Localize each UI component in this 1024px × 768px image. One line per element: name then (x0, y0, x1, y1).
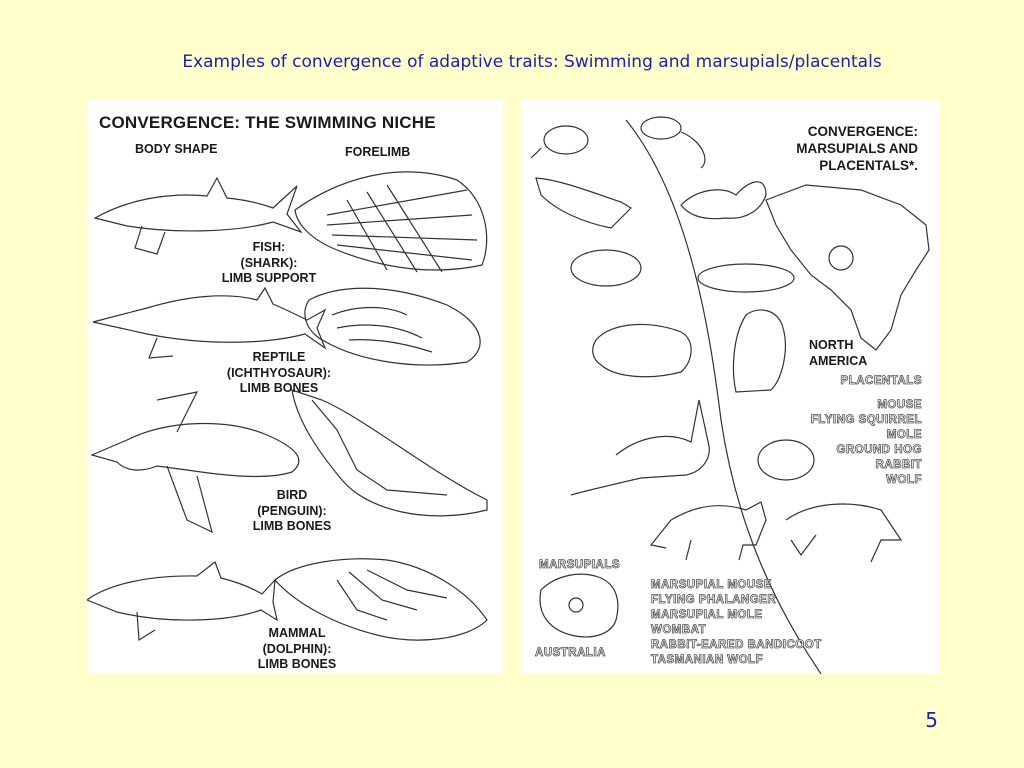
australia-map (539, 573, 619, 638)
marsupial-mole-illustration (570, 249, 642, 287)
flying-squirrel-illustration (680, 181, 767, 220)
swimming-niche-panel: CONVERGENCE: THE SWIMMING NICHE BODY SHA… (87, 100, 503, 674)
dolphin-forelimb-illustration (274, 558, 488, 641)
group-line: LIMB BONES (257, 657, 337, 672)
title-line: CONVERGENCE: (807, 124, 918, 139)
flying-phalanger-illustration (535, 177, 632, 229)
list-item: MOLE (886, 428, 922, 441)
group-line: (DOLPHIN): (262, 641, 332, 656)
group-label-fish: FISH: (SHARK): LIMB SUPPORT (209, 240, 329, 287)
australia-label: AUSTRALIA (535, 647, 606, 660)
list-item: WOLF (886, 473, 922, 486)
group-label-bird: BIRD (PENGUIN): LIMB BONES (242, 488, 342, 535)
penguin-illustration (90, 422, 300, 478)
embryo-icon (828, 245, 854, 271)
group-line: FISH: (252, 240, 286, 254)
penguin-forelimb-illustration (291, 389, 488, 517)
ground-hog-illustration (732, 309, 786, 393)
list-item: FLYING PHALANGER (651, 593, 777, 607)
list-item: GROUND HOG (836, 443, 922, 456)
body-shape-heading: BODY SHAPE (135, 142, 218, 156)
title-line: MARSUPIALS AND (796, 140, 918, 156)
dividing-curve (625, 119, 822, 674)
forelimb-heading: FORELIMB (345, 145, 411, 159)
marsupials-list: MARSUPIAL MOUSE FLYING PHALANGER MARSUPI… (651, 578, 822, 668)
wombat-illustration (592, 323, 692, 378)
group-label-reptile: REPTILE (ICHTHYOSAUR): LIMB BONES (209, 350, 349, 397)
swimming-niche-title: CONVERGENCE: THE SWIMMING NICHE (99, 113, 436, 132)
marsupial-illustrations (530, 116, 930, 674)
wolf-illustration (785, 503, 903, 563)
mouse-illustration (640, 116, 682, 140)
marsupial-mouse-illustration (543, 125, 589, 155)
north-line: AMERICA (809, 353, 868, 368)
placentals-heading: PLACENTALS (840, 375, 922, 388)
list-item: WOMBAT (651, 623, 707, 636)
group-line: BIRD (276, 488, 308, 502)
group-line: LIMB SUPPORT (221, 271, 317, 286)
swimming-illustrations (87, 171, 488, 642)
ichthyosaur-forelimb-illustration (304, 287, 481, 366)
list-item: MARSUPIAL MOLE (651, 608, 763, 621)
shark-forelimb-illustration (294, 171, 488, 271)
group-line: LIMB BONES (239, 381, 319, 396)
group-line: MAMMAL (268, 626, 326, 640)
placentals-list: MOUSE FLYING SQUIRREL MOLE GROUND HOG RA… (810, 398, 922, 488)
dolphin-illustration (87, 561, 278, 622)
title-line: PLACENTALS*. (819, 157, 918, 173)
group-line: REPTILE (252, 350, 306, 364)
marsupial-embryo-icon (568, 597, 584, 613)
tasmanian-wolf-illustration (649, 501, 767, 561)
list-item: RABBIT (875, 458, 922, 471)
shark-illustration (93, 176, 303, 234)
group-line: (SHARK): (240, 255, 298, 270)
list-item: TASMANIAN WOLF (651, 653, 764, 666)
slide-title: Examples of convergence of adaptive trai… (182, 52, 882, 72)
list-item: MOUSE (877, 399, 922, 412)
group-line: LIMB BONES (252, 519, 332, 534)
north-line: NORTH (809, 338, 854, 352)
marsupials-panel-title: CONVERGENCE: MARSUPIALS AND PLACENTALS*. (796, 124, 918, 175)
list-item: RABBIT-EARED BANDICOOT (651, 638, 822, 651)
group-line: (PENGUIN): (257, 503, 327, 518)
page-number: 5 (925, 708, 938, 732)
rabbit-illustration (757, 439, 815, 481)
bandicoot-illustration (570, 399, 710, 496)
marsupials-placentals-panel: CONVERGENCE: MARSUPIALS AND PLACENTALS*.… (521, 100, 940, 674)
north-america-map (765, 184, 930, 351)
group-line: (ICHTHYOSAUR): (226, 365, 332, 380)
group-label-mammal: MAMMAL (DOLPHIN): LIMB BONES (247, 626, 347, 673)
list-item: MARSUPIAL MOUSE (651, 579, 773, 592)
marsupials-heading: MARSUPIALS (539, 559, 621, 572)
north-america-label: NORTH AMERICA (809, 338, 867, 369)
ichthyosaur-illustration (92, 286, 327, 350)
mole-illustration (697, 263, 795, 293)
list-item: FLYING SQUIRREL (810, 413, 922, 427)
